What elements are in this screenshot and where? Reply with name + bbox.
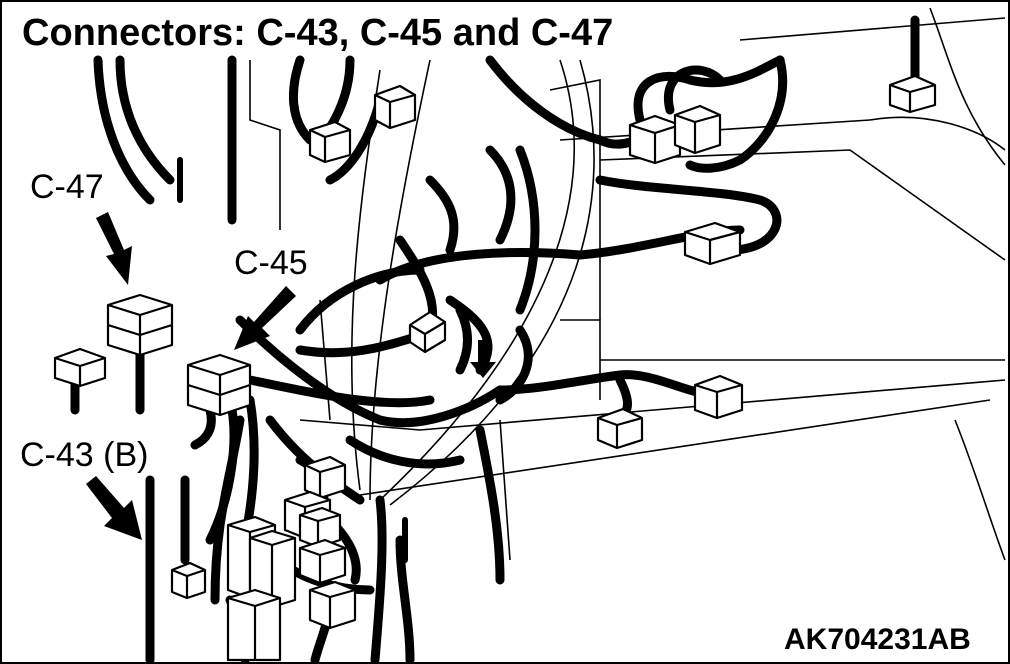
connector-label-c47: C-47 [28, 168, 106, 206]
callout-arrows [86, 212, 496, 540]
connector-label-c45: C-45 [232, 244, 310, 282]
figure-id: AK704231AB [780, 623, 975, 657]
center-arrow [470, 340, 496, 378]
diagram-title: Connectors: C-43, C-45 and C-47 [22, 14, 618, 54]
harness-wires [70, 15, 920, 664]
c47-arrow [96, 212, 132, 285]
wire-stubs [147, 157, 408, 583]
c45-arrow [234, 286, 296, 350]
connector-shapes [53, 74, 937, 662]
connector-label-c43: C-43 (B) [18, 436, 151, 474]
c43-arrow [86, 476, 142, 540]
